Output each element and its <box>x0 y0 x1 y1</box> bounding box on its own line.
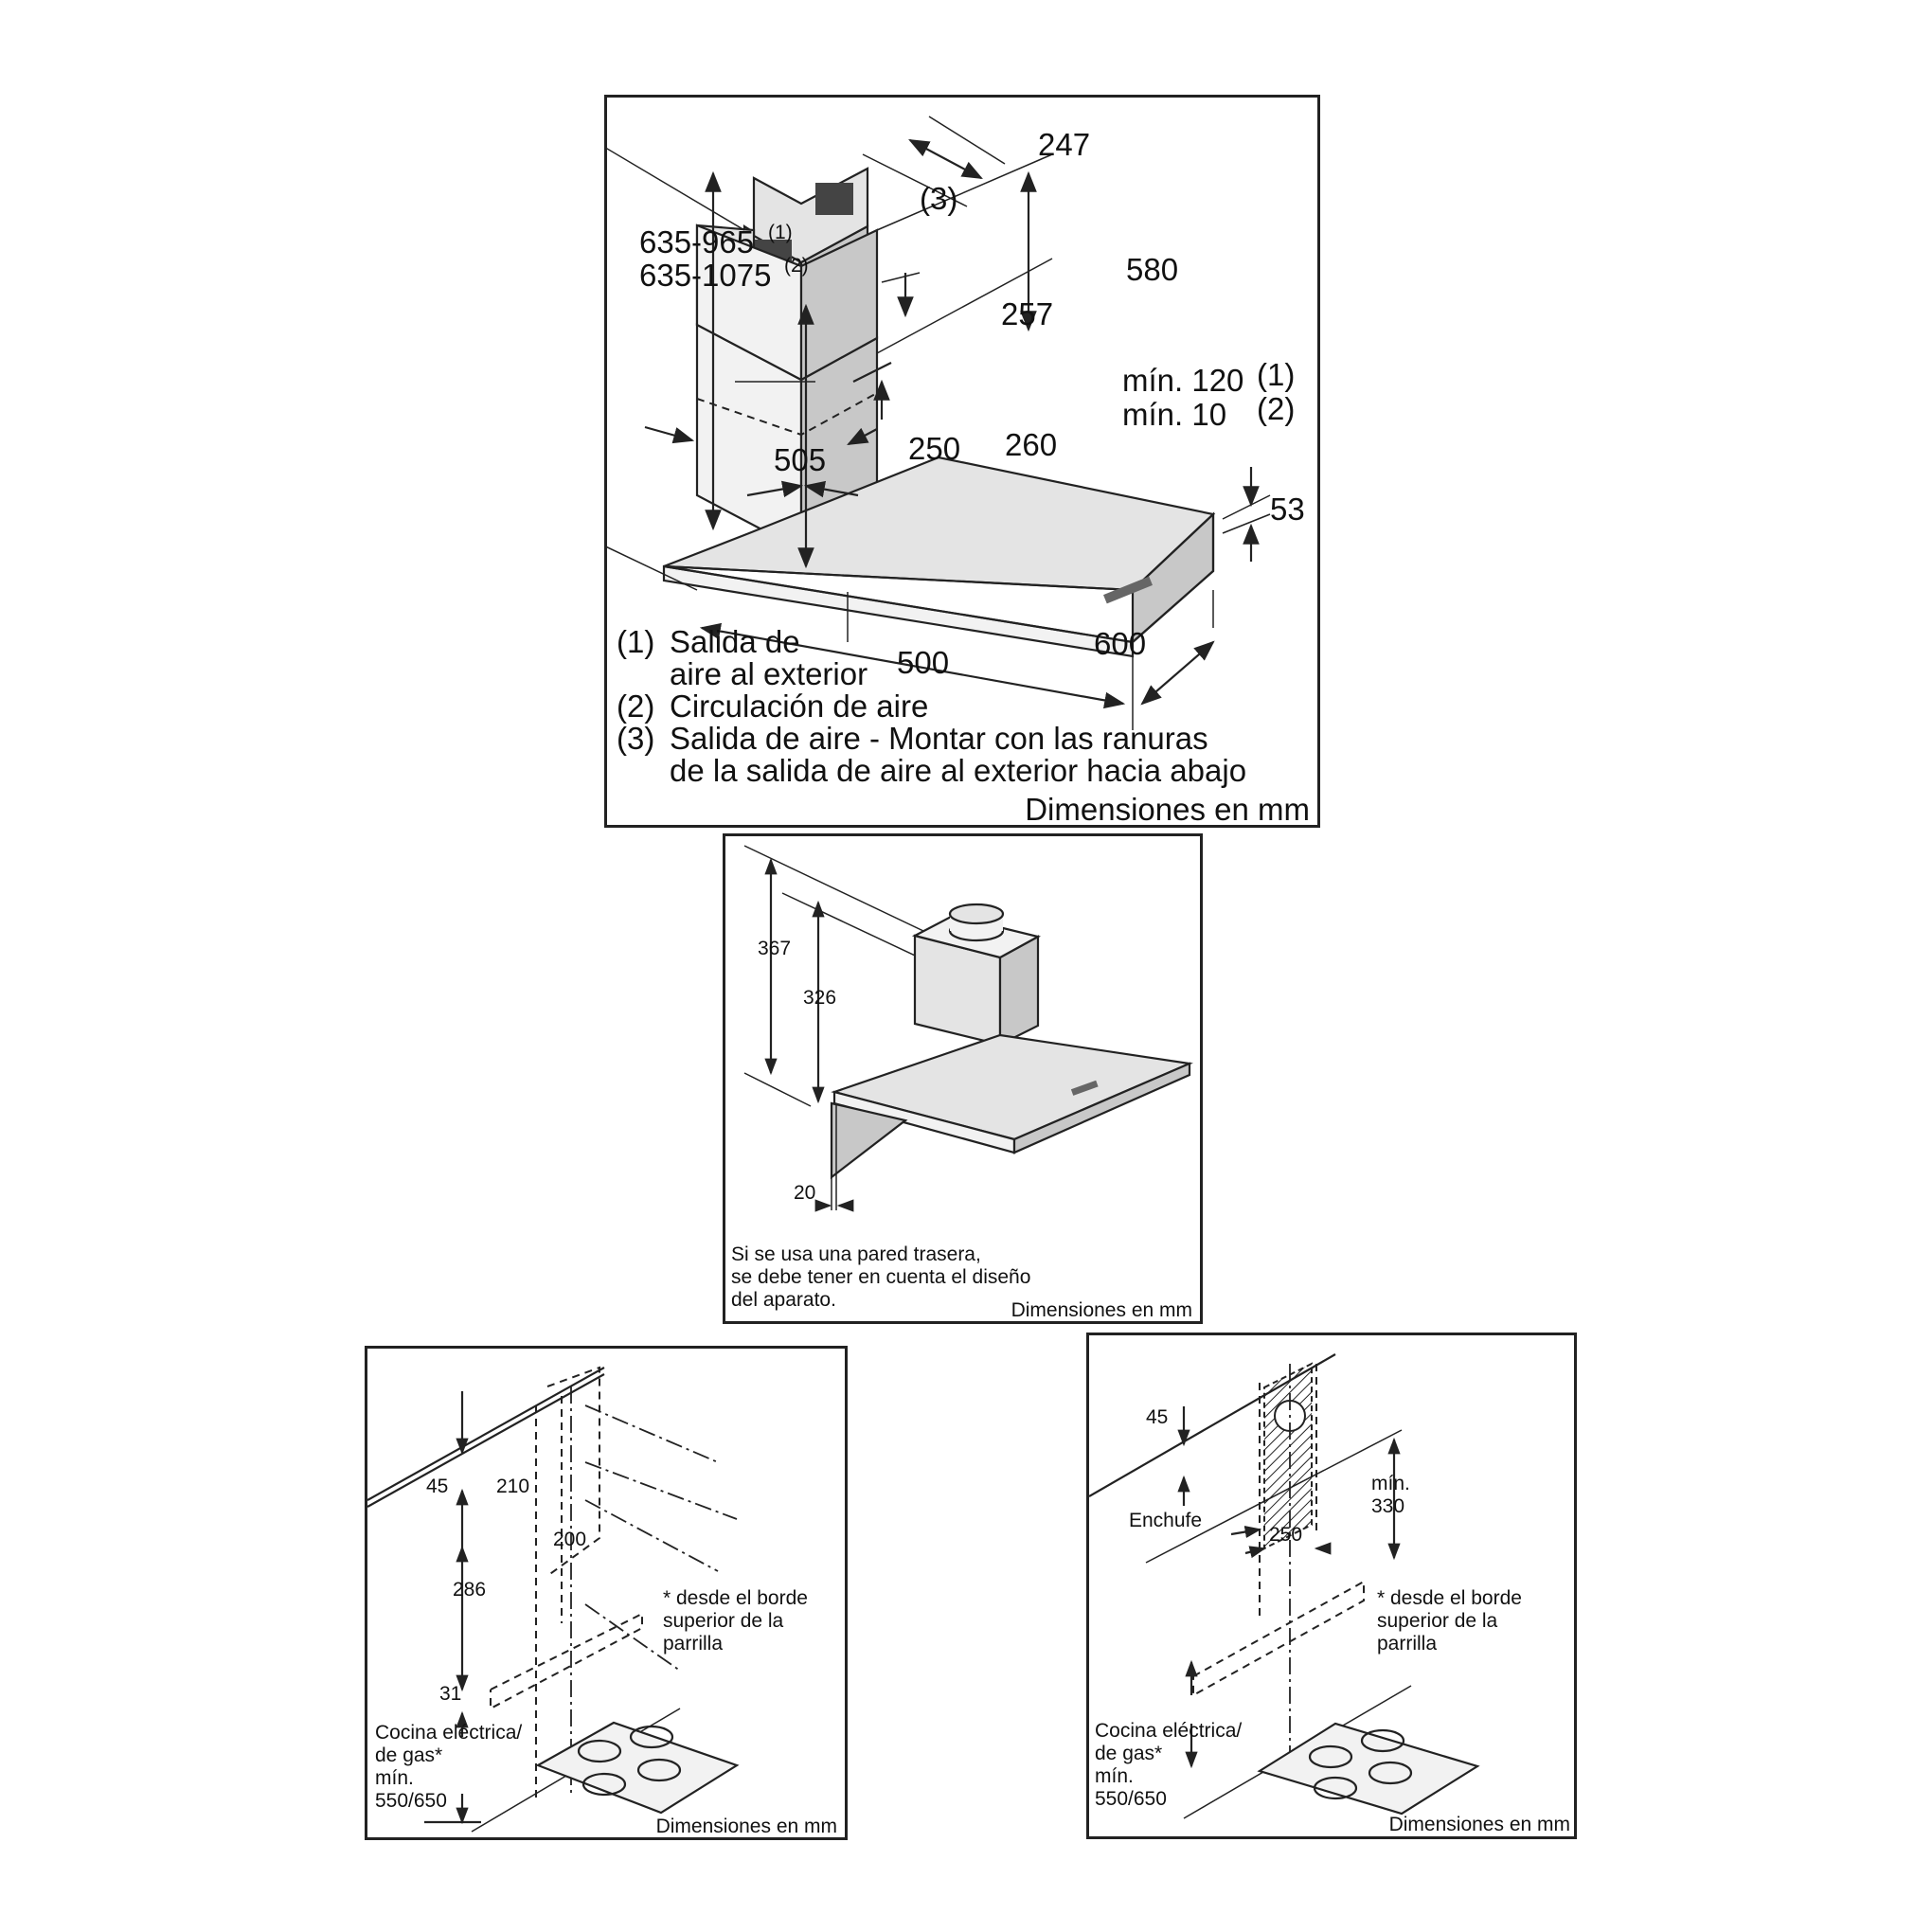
dim-257: 257 <box>1001 296 1054 331</box>
cooktop-icon <box>535 1721 740 1815</box>
control-panel <box>1103 576 1153 604</box>
dim-31: 31 <box>439 1683 462 1705</box>
bracket-mounting-drawing <box>367 1366 740 1833</box>
dim-635-965-note: (1) <box>768 222 793 243</box>
cooktop-note: Cocina eléctrica/ de gas* mín. 550/650 <box>1095 1720 1243 1810</box>
grate-note: * desde el borde superior de la parrilla <box>1377 1587 1522 1655</box>
dim-53: 53 <box>1270 492 1305 527</box>
dim-min-10: mín. 10 <box>1122 397 1227 432</box>
dim-286: 286 <box>453 1579 487 1601</box>
back-wall-drawing <box>743 845 1193 1212</box>
panel-socket-position: 45 mín. 330 Enchufe 250 * desde el borde… <box>1086 1333 1577 1839</box>
control-panel <box>1070 1080 1099 1096</box>
dim-247: 247 <box>1038 127 1091 162</box>
duct-collar-top <box>948 903 1005 925</box>
dim-367: 367 <box>758 938 792 959</box>
dim-326: 326 <box>803 987 837 1009</box>
grate-note: * desde el borde superior de la parrilla <box>663 1587 808 1655</box>
dim-45: 45 <box>1146 1406 1169 1428</box>
panel-bracket-mounting: 45 210 200 286 31 * desde el borde super… <box>365 1346 848 1840</box>
panel-back-wall: 367 326 20 Si se usa una pared trasera, … <box>723 833 1203 1324</box>
socket-position-drawing <box>1089 1353 1480 1819</box>
dim-250: 250 <box>908 431 961 466</box>
hood-dimension-drawing <box>607 116 1271 730</box>
dim-635-1075: 635-1075 <box>639 258 772 293</box>
units-label: Dimensiones en mm <box>1025 792 1310 827</box>
dim-20: 20 <box>794 1182 816 1204</box>
dim-min-120: mín. 120 <box>1122 363 1244 398</box>
dim-600: 600 <box>1094 626 1147 661</box>
dim-min: mín. <box>1371 1473 1410 1494</box>
socket-label: Enchufe <box>1129 1510 1203 1531</box>
dim-min-10-note: (2) <box>1257 391 1296 426</box>
legend-item-1: (1) Salida de aire al exterior <box>617 624 868 691</box>
dim-635-1075-note: (2) <box>784 255 809 277</box>
dim-580: 580 <box>1126 252 1179 287</box>
dim-635-965: 635-965 <box>639 224 755 259</box>
units-label: Dimensiones en mm <box>1388 1814 1570 1835</box>
units-label: Dimensiones en mm <box>655 1816 837 1837</box>
callout-3: (3) <box>920 181 958 216</box>
dim-505: 505 <box>774 442 827 477</box>
dim-330: 330 <box>1371 1495 1405 1517</box>
back-wall-note: Si se usa una pared trasera, se debe ten… <box>731 1243 1031 1311</box>
dim-45: 45 <box>426 1476 449 1497</box>
dim-210: 210 <box>496 1476 530 1497</box>
legend-item-3: (3) Salida de aire - Montar con las ranu… <box>617 721 1247 788</box>
legend-item-2: (2) Circulación de aire <box>617 689 929 724</box>
dim-260: 260 <box>1005 427 1058 462</box>
dim-500: 500 <box>897 645 950 680</box>
cooktop-note: Cocina eléctrica/ de gas* mín. 550/650 <box>375 1722 523 1812</box>
dim-200: 200 <box>553 1529 587 1550</box>
dim-min-120-note: (1) <box>1257 357 1296 392</box>
panel-main-dimensions: 247 (3) 635-965 (1) 635-1075 (2) 580 257… <box>604 95 1320 828</box>
units-label: Dimensiones en mm <box>1011 1299 1192 1321</box>
cooktop-icon <box>1257 1722 1480 1816</box>
canopy-side <box>1012 1062 1191 1154</box>
dim-250: 250 <box>1269 1524 1303 1546</box>
socket-zone <box>1263 1362 1313 1550</box>
